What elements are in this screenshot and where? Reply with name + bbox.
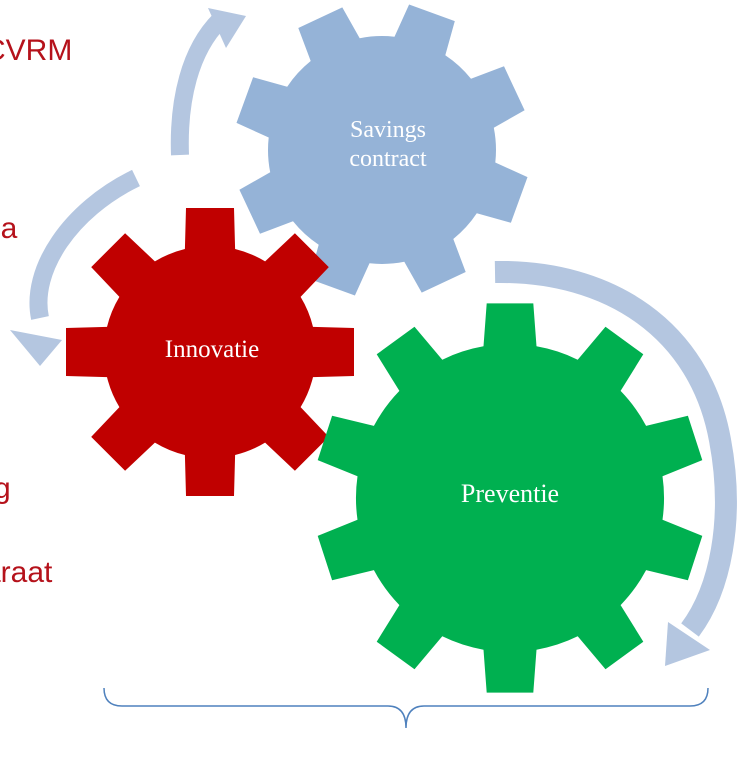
text-fragment-na: na — [0, 212, 18, 245]
curly-brace — [103, 687, 709, 729]
arrow-up-to-savings — [170, 13, 227, 156]
gear-innovatie: Innovatie — [66, 208, 354, 496]
gear-innovatie-shape — [66, 208, 354, 496]
gear-savings-label-line1: Savings — [350, 117, 426, 143]
text-fragment-araat: araat — [0, 556, 53, 589]
arrow-down-left-head — [10, 330, 62, 366]
arrow-right-large-head — [665, 622, 710, 666]
arrow-right-large — [494, 260, 737, 637]
gear-savings-shape — [236, 4, 528, 296]
gear-innovatie-label: Innovatie — [165, 336, 259, 363]
gear-preventie: Preventie — [317, 303, 703, 693]
gear-savings-label-line2: contract — [349, 146, 427, 172]
arrow-down-left — [29, 169, 141, 320]
gear-preventie-label: Preventie — [461, 479, 559, 508]
text-fragment-rg: rg — [0, 472, 11, 505]
gear-preventie-shape — [317, 303, 703, 693]
text-fragment-cvrm: CVRM — [0, 34, 73, 67]
arrow-up-head — [208, 8, 246, 48]
gear-savings-contract: Savings contract — [236, 4, 528, 296]
cycle-arrows — [10, 8, 737, 666]
